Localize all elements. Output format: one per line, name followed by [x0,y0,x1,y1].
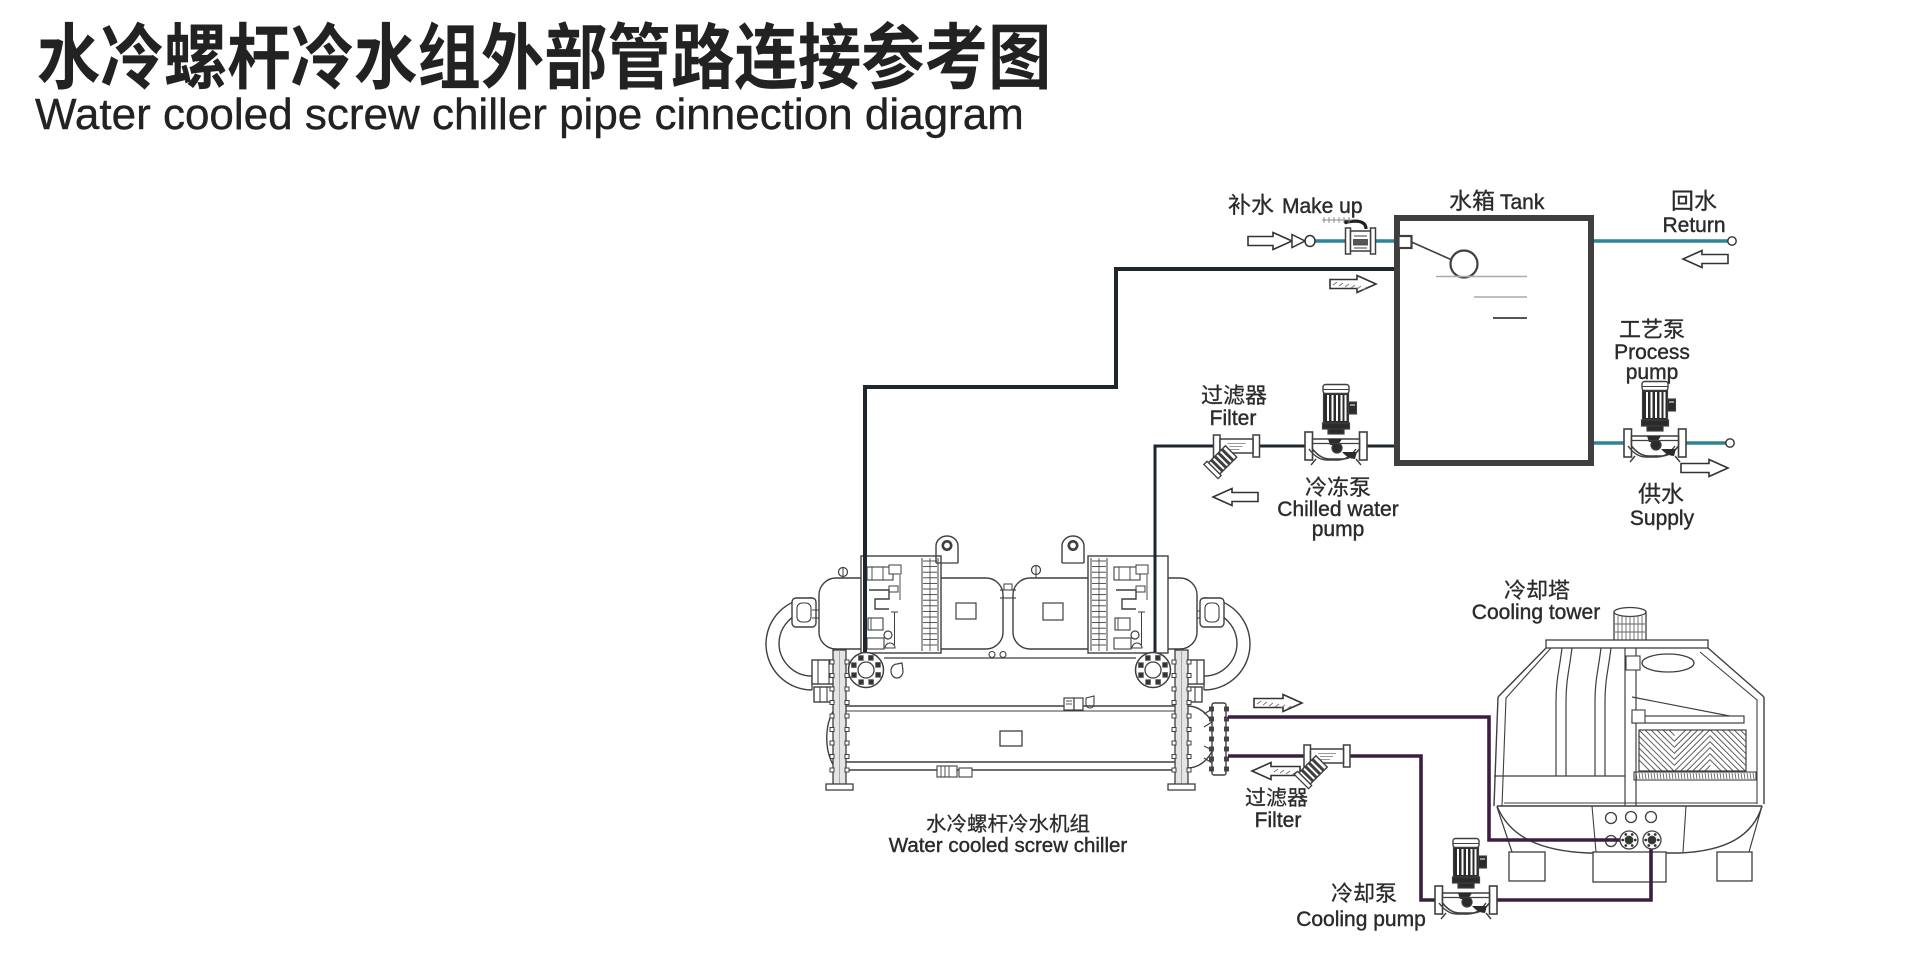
svg-text:Supply: Supply [1630,507,1695,530]
svg-text:Tank: Tank [1500,191,1545,214]
svg-text:Filter: Filter [1255,809,1302,832]
svg-text:Cooling pump: Cooling pump [1296,908,1426,931]
svg-text:Make up: Make up [1282,195,1363,218]
svg-text:Chilled water: Chilled water [1277,498,1398,521]
svg-text:Filter: Filter [1210,407,1257,430]
svg-text:pump: pump [1626,361,1679,384]
svg-text:Process: Process [1614,341,1690,364]
svg-text:pump: pump [1312,518,1365,541]
svg-text:Cooling tower: Cooling tower [1472,601,1600,624]
svg-text:Water cooled screw chiller: Water cooled screw chiller [889,834,1128,857]
svg-text:Water cooled screw chiller pip: Water cooled screw chiller pipe cinnecti… [35,90,1024,139]
svg-text:Return: Return [1662,214,1725,237]
